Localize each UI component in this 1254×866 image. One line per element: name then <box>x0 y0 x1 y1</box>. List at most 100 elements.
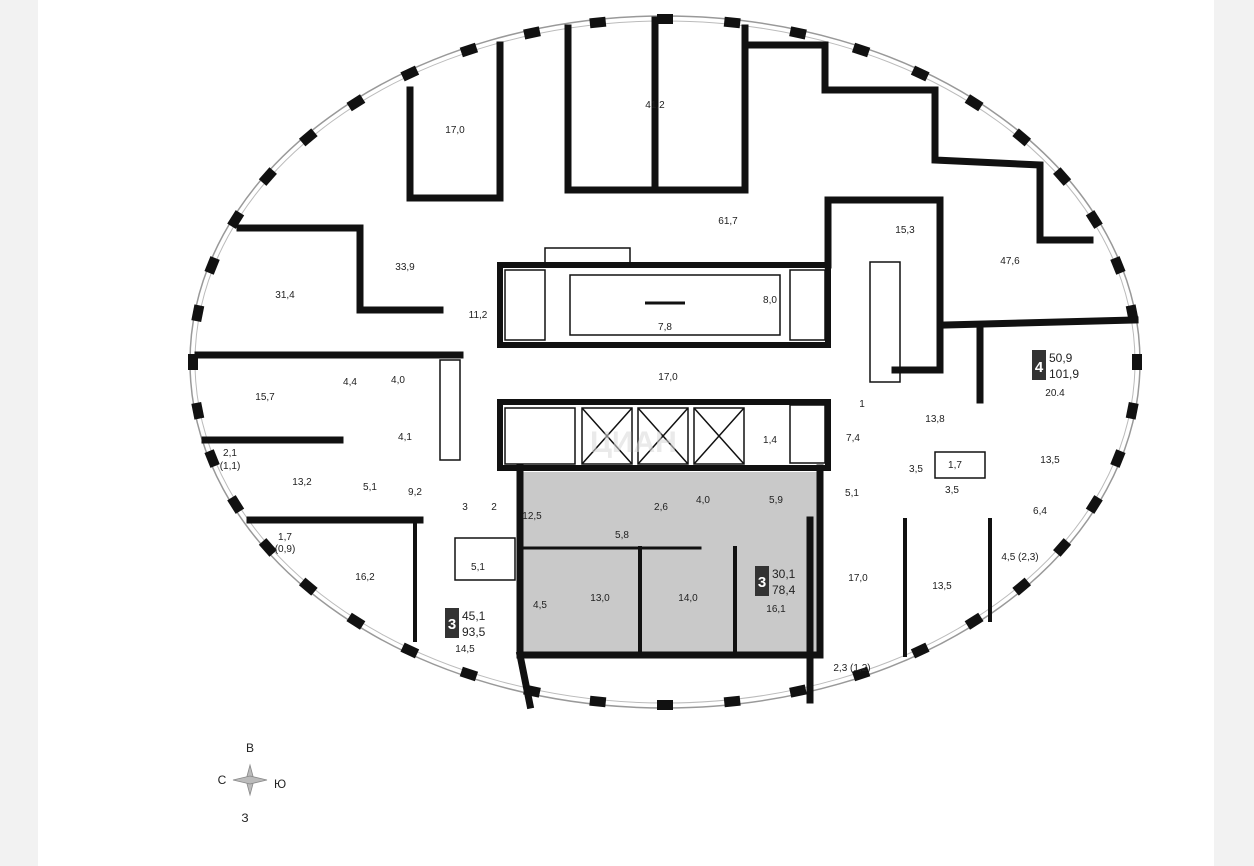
facade-column <box>789 26 807 40</box>
room-label: 12,5 <box>522 511 542 522</box>
facade-column <box>910 65 930 82</box>
room-label: 13,8 <box>925 414 945 425</box>
room-label: 1 <box>859 399 865 410</box>
wall <box>824 196 944 374</box>
core-details <box>439 247 986 581</box>
room-label: 5,1 <box>845 488 859 499</box>
room-label: 3,5 <box>909 464 923 475</box>
room-label: 4,0 <box>696 495 710 506</box>
elevator-2 <box>581 407 633 465</box>
room-label: 4,5 <box>533 600 547 611</box>
badge-living: 50,9 <box>1049 351 1073 365</box>
elevator-4 <box>693 407 745 465</box>
wall <box>497 262 831 348</box>
room-label: 5,8 <box>615 530 629 541</box>
apartment-badge[interactable]: 4 50,9 101,9 <box>1032 350 1079 381</box>
room-label: 4,4 <box>343 377 357 388</box>
facade-column <box>346 94 366 112</box>
room-label: 11,2 <box>469 310 488 321</box>
room-label: 13,0 <box>590 593 610 604</box>
room-label: 3,5 <box>945 485 959 496</box>
room-label: 1,7 <box>278 532 292 543</box>
room-label: 20.4 <box>1045 388 1065 399</box>
room-label: 61,7 <box>718 216 738 227</box>
badge-box <box>1032 350 1046 380</box>
facade-column <box>723 16 741 29</box>
badge-rooms: 4 <box>1035 359 1044 376</box>
facade-column <box>1053 167 1072 186</box>
apartment-fill[interactable] <box>520 472 820 655</box>
room-label: 4,1 <box>398 432 412 443</box>
badge-living: 30,1 <box>772 567 796 581</box>
facade-column <box>191 401 205 420</box>
elevator-3 <box>637 407 689 465</box>
facade-column <box>589 695 607 708</box>
room-label: 14,0 <box>678 593 698 604</box>
compass-east: Ю <box>274 777 286 791</box>
room-label: 5,9 <box>769 495 783 506</box>
wall <box>741 41 1094 244</box>
facade-column <box>723 695 741 708</box>
wall <box>516 464 824 659</box>
room-label: 33,9 <box>395 262 415 273</box>
facade-column <box>258 167 277 186</box>
facade-column <box>1012 577 1032 596</box>
riser-right <box>869 261 901 383</box>
floor-plan: 17,0 41,2 61,7 15,3 47,6 33,9 31,4 11,2 … <box>188 14 1142 825</box>
facade-column <box>964 94 984 112</box>
room-label: 1,4 <box>763 435 777 446</box>
facade-columns <box>188 14 1142 710</box>
highlighted-apartment[interactable] <box>520 472 820 655</box>
facade-column <box>657 14 673 24</box>
room-label: 1,7 <box>948 460 962 471</box>
compass-rose: В С Ю З <box>218 741 286 825</box>
facade-column <box>459 666 479 682</box>
wall <box>406 41 504 202</box>
facade-column <box>204 256 220 275</box>
facade-column <box>459 42 479 58</box>
room-label: 17,0 <box>445 125 465 136</box>
room-label: (1,1) <box>220 461 241 472</box>
facade-column <box>789 684 807 698</box>
shaft-right-lower <box>789 404 826 464</box>
room-label: 5,1 <box>471 562 485 573</box>
apartment-badge[interactable]: 3 45,1 93,5 <box>445 608 486 639</box>
elevator-x <box>693 407 745 465</box>
shaft-right <box>789 269 826 341</box>
room-label: 2,1 <box>223 448 237 459</box>
room-label: 2 <box>491 502 497 513</box>
room-label: 14,5 <box>455 644 475 655</box>
facade-column <box>964 612 984 630</box>
compass-needle-horizontal <box>232 775 268 785</box>
facade-column <box>298 128 318 147</box>
room-label: 16,2 <box>355 572 375 583</box>
compass-north: В <box>246 741 254 755</box>
facade-column <box>227 210 245 229</box>
badge-rooms: 3 <box>448 616 456 633</box>
room-label: 6,4 <box>1033 506 1047 517</box>
apartment-badge[interactable]: 3 30,1 78,4 <box>755 566 796 597</box>
room-label: 17,0 <box>658 372 678 383</box>
compass-west: С <box>218 773 227 787</box>
room-label: 16,1 <box>766 604 786 615</box>
bath-right <box>934 451 986 479</box>
room-label: (0,9) <box>275 544 296 555</box>
badge-total: 78,4 <box>772 583 796 597</box>
room-label: 2,6 <box>654 502 668 513</box>
wall <box>941 316 1139 329</box>
facade-column <box>851 666 871 682</box>
room-label: 15,7 <box>255 392 275 403</box>
badge-box <box>755 566 769 596</box>
facade-column <box>589 16 607 29</box>
bath <box>454 537 516 581</box>
room-label: 17,0 <box>848 573 868 584</box>
stairwell <box>569 274 781 336</box>
room-label: 7,4 <box>846 433 860 444</box>
stair-landing <box>544 247 631 267</box>
watermark: ЦИАН <box>590 426 677 459</box>
compass-south: З <box>241 811 248 825</box>
facade-column <box>1085 210 1103 229</box>
badge-total: 101,9 <box>1049 367 1079 381</box>
facade-column <box>1085 495 1103 514</box>
shaft-left <box>504 269 546 341</box>
